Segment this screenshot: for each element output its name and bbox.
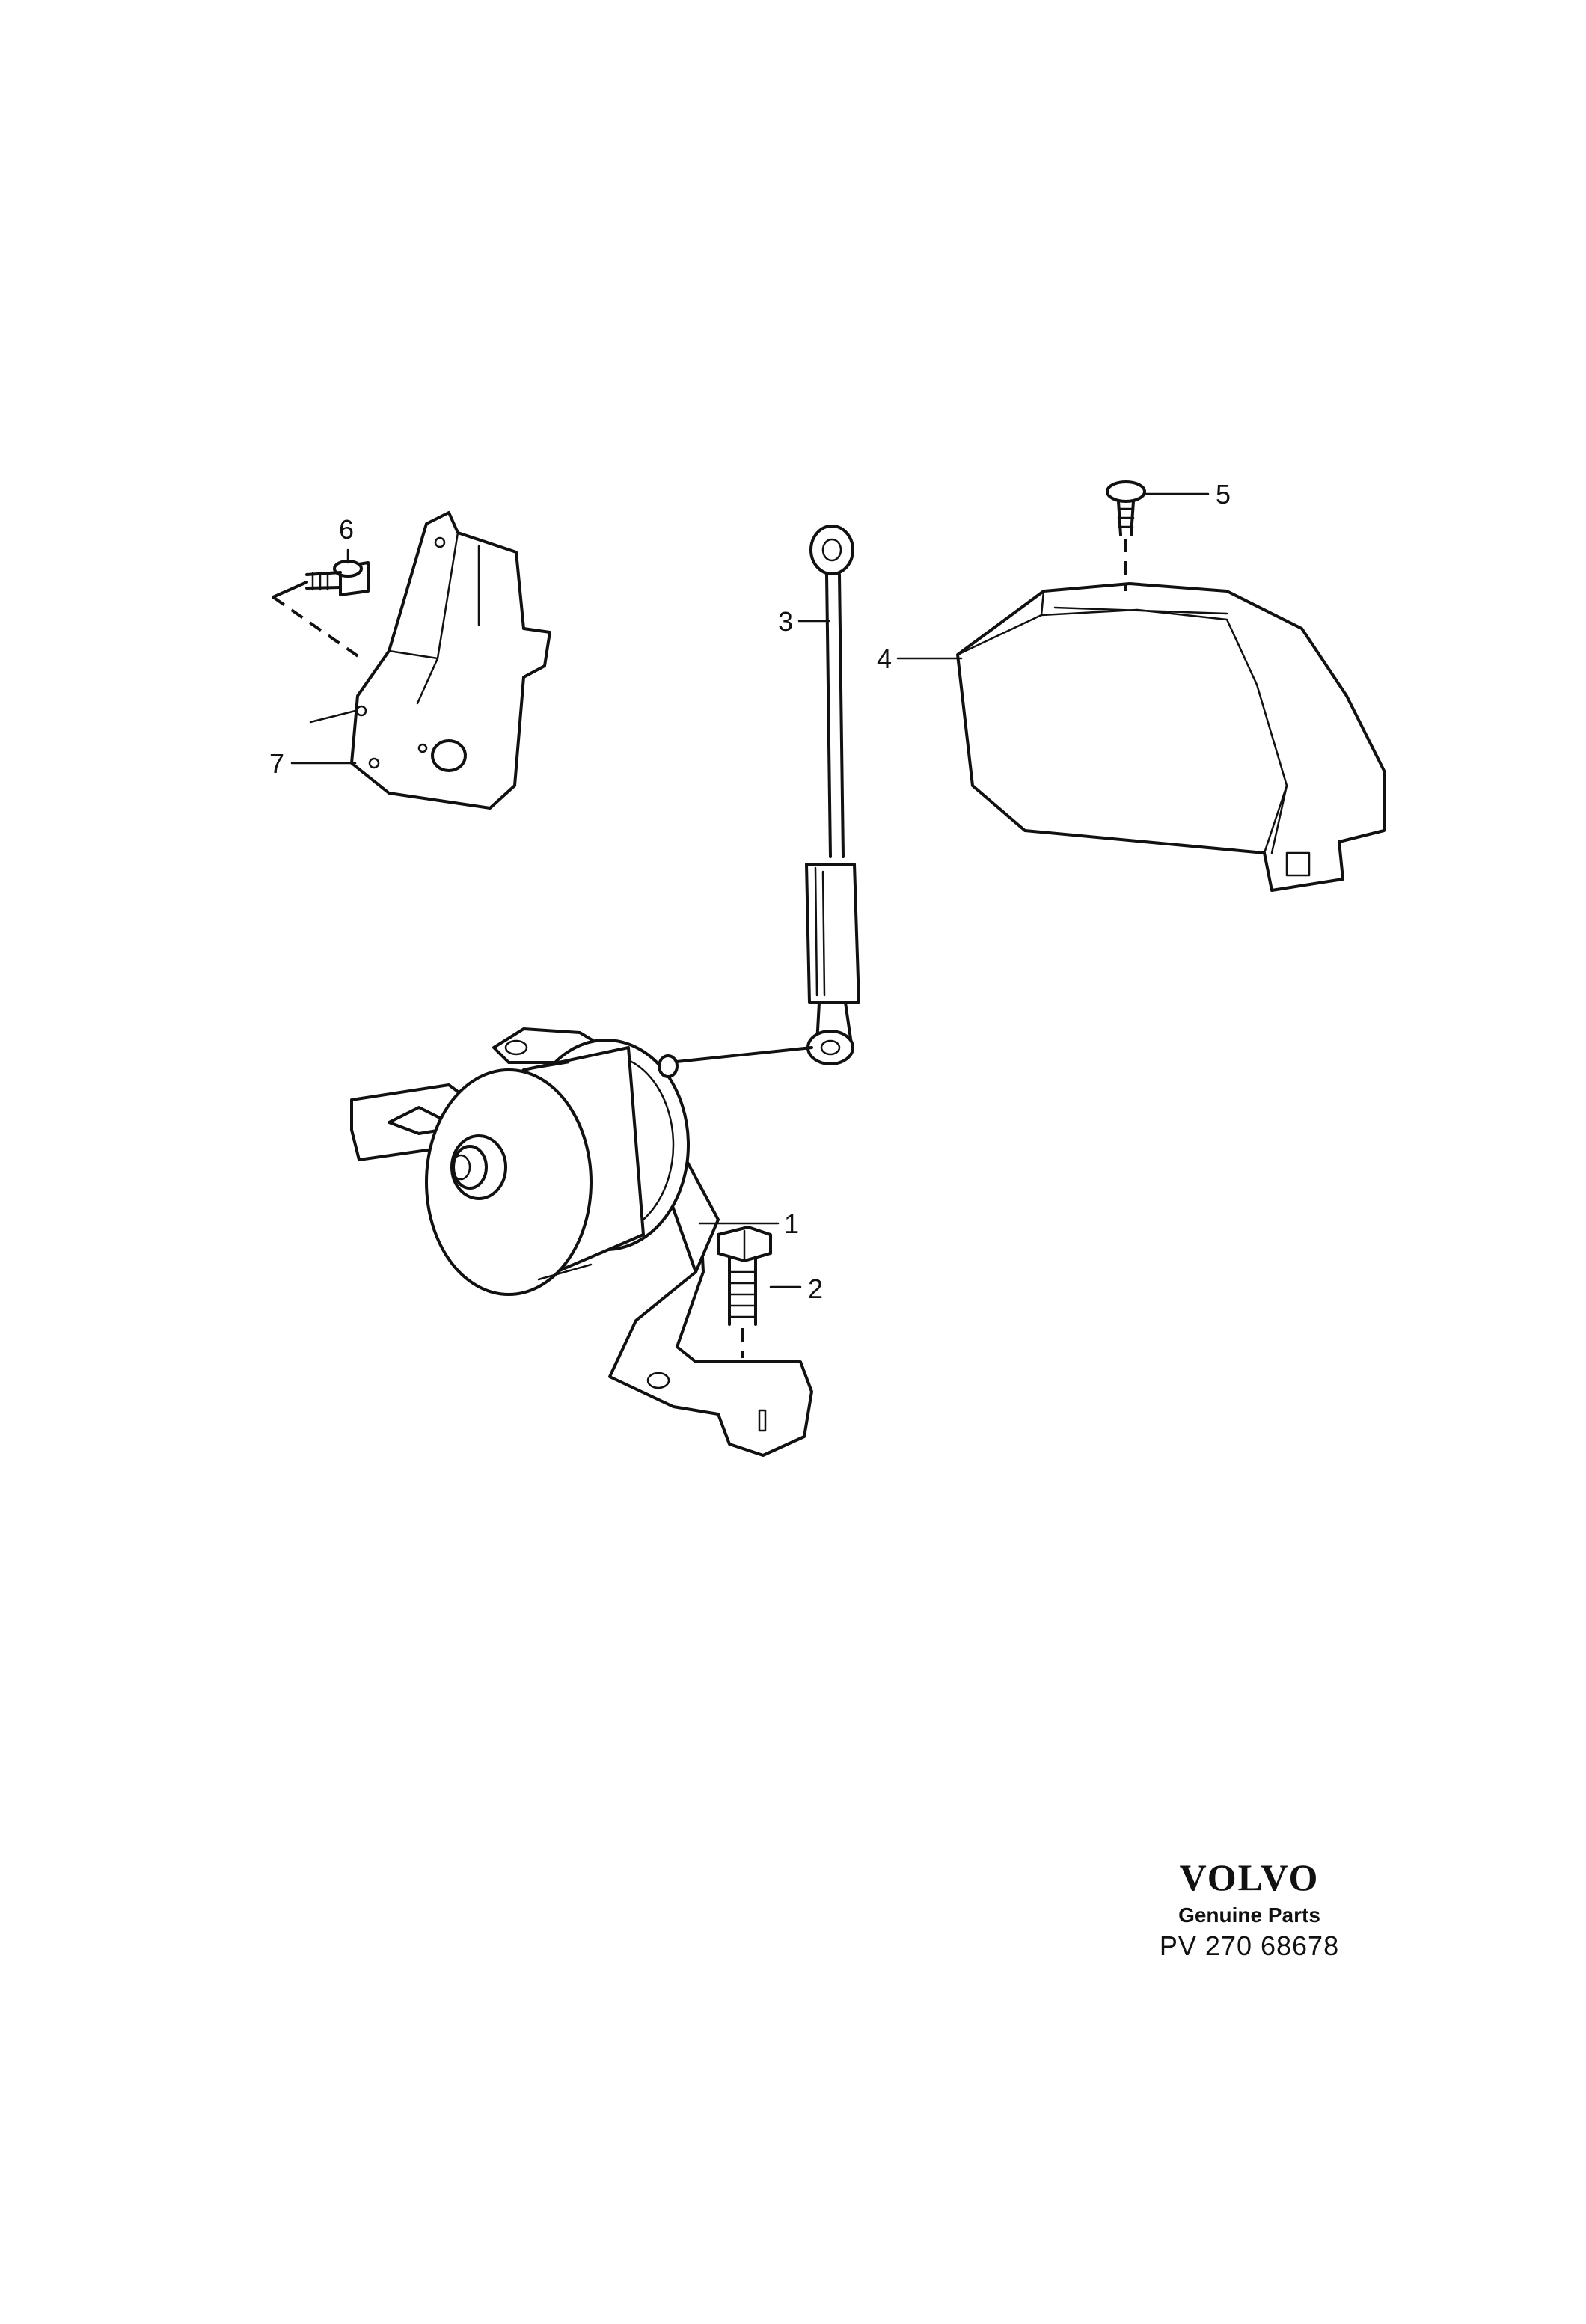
part-6-bolt (272, 560, 370, 658)
callout-5: 5 (1216, 479, 1231, 510)
diagram-code: PV 270 68678 (1159, 1930, 1340, 1961)
callout-4: 4 (877, 643, 892, 674)
genuine-parts-label: Genuine Parts (1178, 1903, 1320, 1927)
callout-1: 1 (784, 1208, 799, 1239)
volvo-branding: VOLVO Genuine Parts PV 270 68678 (1122, 1856, 1377, 1962)
part-5-screw (1106, 480, 1146, 591)
part-3-rod (805, 525, 860, 1065)
callout-6: 6 (339, 514, 354, 545)
part-1-actuator (350, 1027, 813, 1457)
leader-lines (290, 492, 1210, 1288)
callout-3: 3 (778, 606, 793, 637)
part-7-cover-bracket (350, 511, 551, 810)
part-2-bolt (717, 1226, 772, 1358)
callout-2: 2 (808, 1273, 823, 1304)
part-4-housing-cover (956, 582, 1386, 892)
callout-7: 7 (269, 748, 284, 779)
volvo-logo: VOLVO (1179, 1856, 1320, 1898)
